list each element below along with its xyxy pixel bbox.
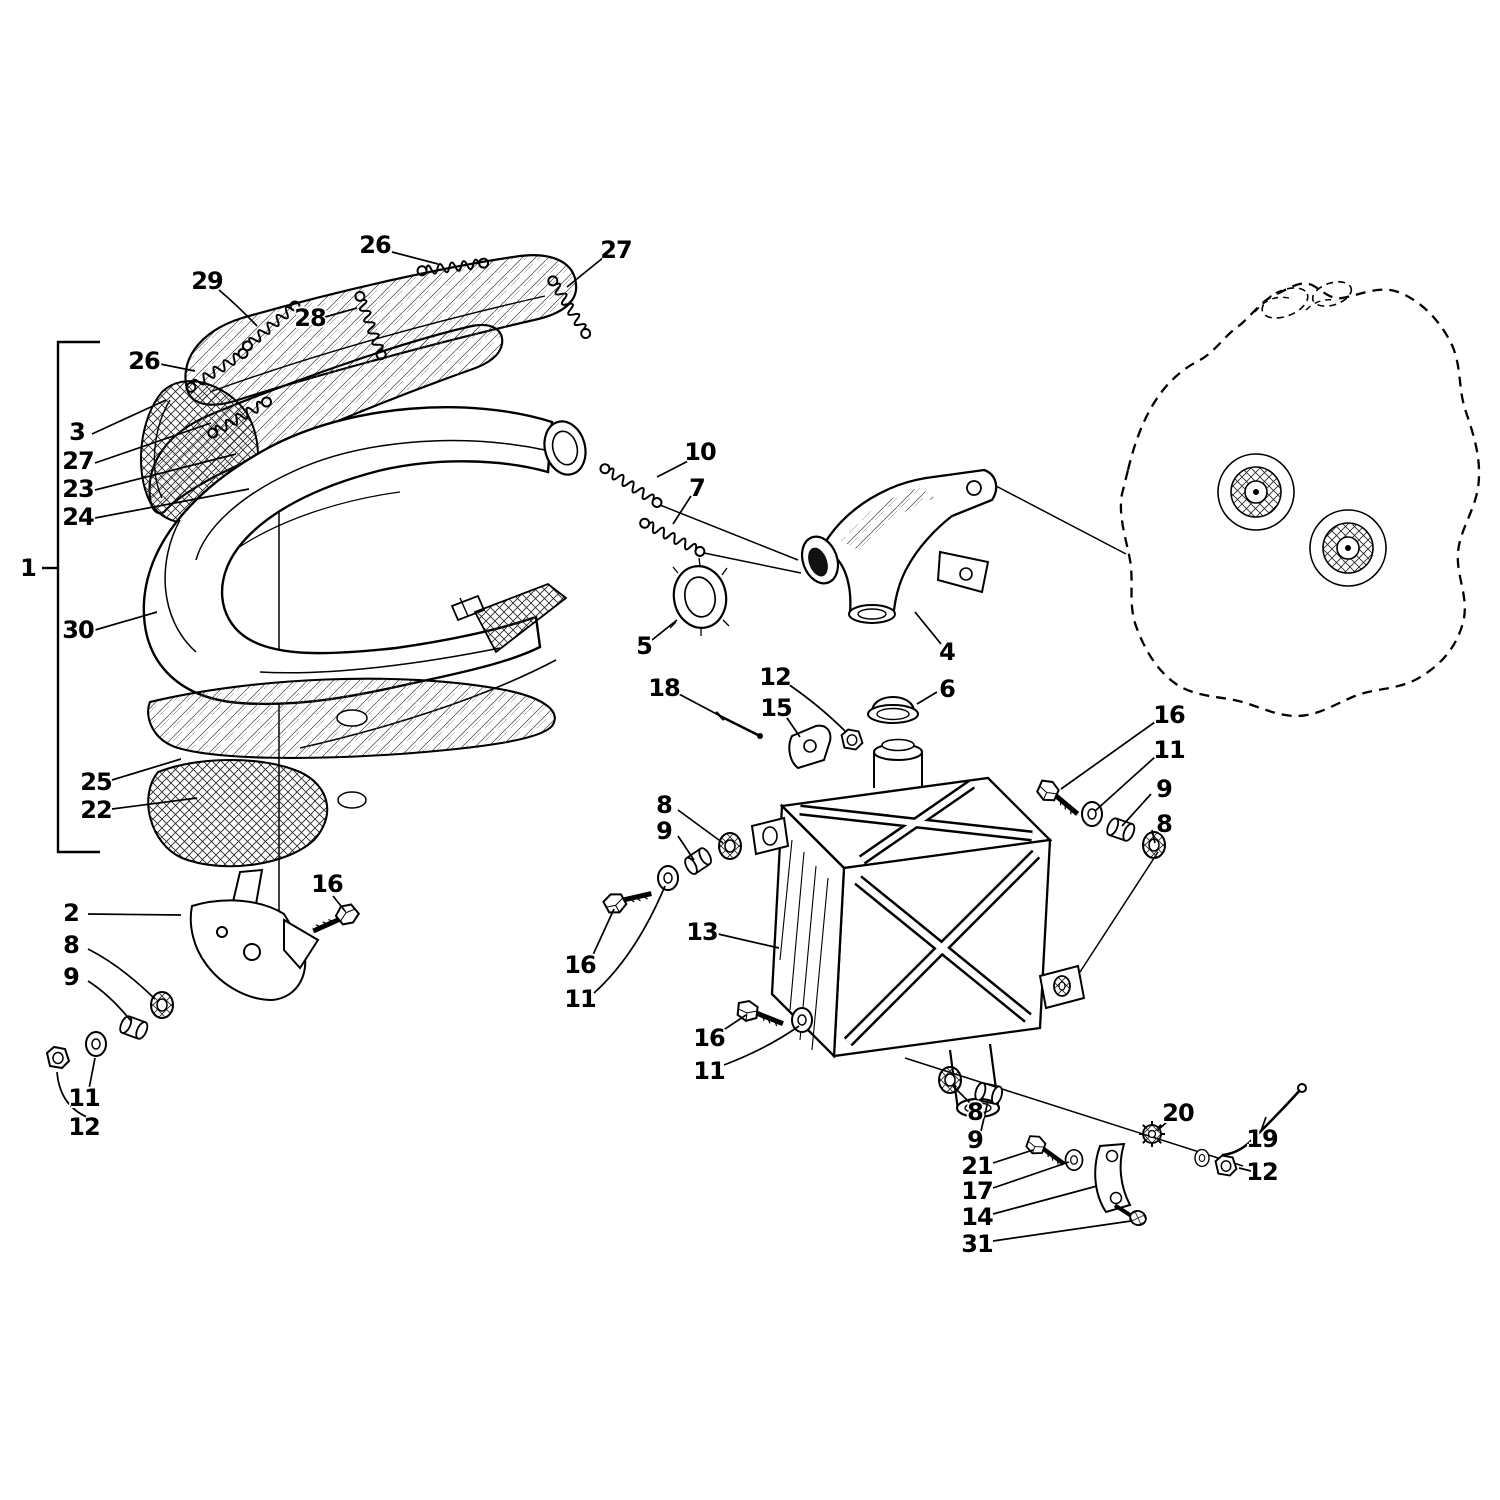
callout-17: 17	[961, 1177, 993, 1205]
leader-lines	[56, 251, 1267, 1242]
engine-crank-boss-left	[1217, 453, 1295, 531]
callout-8-bottom-left: 8	[63, 931, 80, 959]
screw-31	[1113, 1203, 1147, 1227]
callout-9-right: 9	[1156, 775, 1173, 803]
callout-18: 18	[648, 674, 680, 702]
callout-22: 22	[80, 796, 112, 824]
callout-11-muffler-left: 11	[564, 985, 596, 1013]
manifold-seal	[669, 557, 730, 636]
tuned-pipe	[142, 406, 587, 706]
engine-crank-boss-right	[1309, 509, 1387, 587]
callout-16-right: 16	[1153, 701, 1185, 729]
resonator-x-rib-top	[799, 779, 1033, 865]
callout-9-bottom-right: 9	[967, 1126, 984, 1154]
callout-16-bracket: 16	[311, 870, 343, 898]
callout-16-bottom-center: 16	[693, 1024, 725, 1052]
callout-30: 30	[62, 616, 94, 644]
callout-31: 31	[961, 1230, 993, 1258]
callout-4: 4	[939, 638, 956, 666]
callout-8-muffler-left: 8	[656, 791, 673, 819]
pipe-inlet-cup	[543, 420, 587, 476]
callout-3: 3	[69, 418, 86, 446]
callout-16-muffler-left: 16	[564, 951, 596, 979]
resonator-x-rib-front	[843, 849, 1041, 1047]
callout-19: 19	[1246, 1125, 1278, 1153]
resonator-right-lug	[1038, 964, 1086, 1010]
callout-7: 7	[689, 474, 706, 502]
callout-24: 24	[62, 503, 94, 531]
callout-12-bottom-left: 12	[68, 1113, 100, 1141]
callout-12-mid: 12	[759, 663, 791, 691]
filler-cap	[867, 696, 919, 724]
callout-8-bottom-right: 8	[967, 1098, 984, 1126]
exhaust-manifold	[800, 468, 998, 624]
callout-29: 29	[191, 267, 223, 295]
callout-2: 2	[63, 899, 80, 927]
callout-26-top: 26	[359, 231, 391, 259]
callout-26-left: 26	[128, 347, 160, 375]
resonator	[750, 738, 1086, 1119]
group-bracket	[42, 340, 100, 854]
callout-25: 25	[80, 768, 112, 796]
lower-heat-shield	[147, 659, 557, 868]
clamp-20	[1139, 1121, 1165, 1147]
callout-11-bottom-left: 11	[68, 1084, 100, 1112]
bracket-14	[1094, 1142, 1132, 1214]
callout-9-bottom-left: 9	[63, 963, 80, 991]
pipe-outlet-clamp	[450, 582, 568, 654]
callout-28: 28	[294, 304, 326, 332]
callout-5: 5	[636, 632, 653, 660]
callout-15: 15	[760, 694, 792, 722]
support-assembly	[938, 1066, 1307, 1227]
callout-6: 6	[939, 675, 956, 703]
callout-14: 14	[961, 1203, 993, 1231]
callout-23: 23	[62, 475, 94, 503]
callout-27-top: 27	[600, 236, 632, 264]
resonator-neck	[873, 738, 923, 788]
mount-bracket	[189, 868, 320, 1002]
callout-13: 13	[686, 918, 718, 946]
engine-silhouette	[995, 281, 1481, 718]
engine-alignment-line	[995, 485, 1127, 555]
callout-1: 1	[20, 554, 37, 582]
resonator-left-lug	[750, 816, 790, 856]
callout-11-right: 11	[1153, 736, 1185, 764]
callout-12-bottom-right: 12	[1246, 1158, 1278, 1186]
callout-21: 21	[961, 1152, 993, 1180]
callout-8-right: 8	[1156, 810, 1173, 838]
retainer-wire-19	[1221, 1083, 1307, 1157]
callout-10: 10	[684, 438, 716, 466]
callout-20: 20	[1162, 1099, 1194, 1127]
callout-9-muffler-left: 9	[656, 817, 673, 845]
upper-heat-shield	[148, 254, 578, 515]
callout-27-left: 27	[62, 447, 94, 475]
callout-11-bottom-center: 11	[693, 1057, 725, 1085]
